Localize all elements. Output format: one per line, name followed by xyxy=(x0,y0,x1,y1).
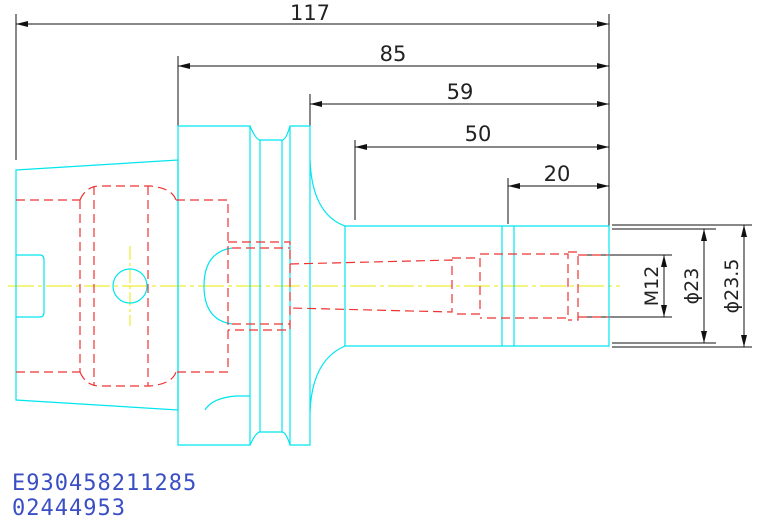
dim-dia23-label: ϕ23 xyxy=(681,268,703,305)
dim-20-label: 20 xyxy=(544,162,571,186)
dim-59-label: 59 xyxy=(447,80,474,104)
part-number: E930458211285 xyxy=(12,471,198,496)
dim-50-label: 50 xyxy=(465,122,492,146)
hidden-lines xyxy=(16,185,609,387)
dim-m12-label: M12 xyxy=(641,266,663,307)
dimension-lines xyxy=(15,14,752,348)
dim-117-label: 117 xyxy=(290,1,330,25)
dim-85-label: 85 xyxy=(380,42,407,66)
center-line xyxy=(8,246,620,326)
dim-dia23-5-label: ϕ23.5 xyxy=(721,259,743,314)
order-number: 02444953 xyxy=(12,496,126,521)
